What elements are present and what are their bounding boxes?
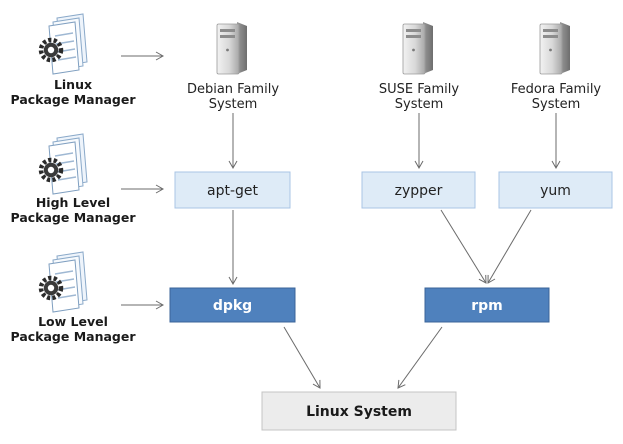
debian-label-line1: Debian Family — [187, 82, 279, 97]
arrow-zypper-to-rpm — [440, 209, 487, 284]
suse-label-line1: SUSE Family — [379, 82, 460, 97]
high-level-package-manager-icon — [41, 134, 87, 194]
fedora-label-line1: Fedora Family — [511, 82, 602, 97]
debian-label-line2: System — [209, 97, 257, 112]
label-low-level-line1: Low Level — [38, 314, 108, 329]
suse-label-line2: System — [395, 97, 443, 112]
yum-box: yum — [498, 171, 613, 209]
fedora-family-system-label: Fedora Family System — [511, 82, 602, 112]
arrow-dpkg-to-linux-system — [283, 326, 321, 389]
fedora-label-line2: System — [532, 97, 580, 112]
linux-system-label: Linux System — [306, 404, 412, 420]
dpkg-label: dpkg — [213, 298, 252, 314]
label-high-level-package-manager: High Level Package Manager — [11, 195, 137, 225]
fedora-server-icon — [539, 21, 571, 75]
low-level-package-manager-icon — [41, 252, 87, 312]
debian-server-icon — [216, 21, 248, 75]
apt-get-box: apt-get — [174, 171, 291, 209]
arrow-rpm-to-linux-system — [397, 326, 443, 389]
label-linux-package-manager: Linux Package Manager — [11, 77, 137, 107]
label-linux-package-manager-line2: Package Manager — [11, 92, 137, 107]
label-low-level-package-manager: Low Level Package Manager — [11, 314, 137, 344]
linux-package-manager-icon — [41, 14, 87, 74]
suse-server-icon — [402, 21, 434, 75]
apt-get-label: apt-get — [207, 183, 259, 199]
rpm-box: rpm — [424, 287, 550, 323]
rpm-label: rpm — [471, 298, 503, 314]
label-high-level-line1: High Level — [36, 195, 110, 210]
zypper-box: zypper — [361, 171, 476, 209]
label-linux-package-manager-line1: Linux — [54, 77, 92, 92]
debian-family-system-label: Debian Family System — [187, 82, 279, 112]
yum-label: yum — [540, 183, 571, 199]
label-high-level-line2: Package Manager — [11, 210, 137, 225]
dpkg-box: dpkg — [169, 287, 296, 323]
label-low-level-line2: Package Manager — [11, 329, 137, 344]
linux-system-box: Linux System — [261, 391, 457, 431]
arrow-yum-to-rpm — [487, 209, 532, 284]
suse-family-system-label: SUSE Family System — [379, 82, 460, 112]
zypper-label: zypper — [395, 183, 443, 199]
